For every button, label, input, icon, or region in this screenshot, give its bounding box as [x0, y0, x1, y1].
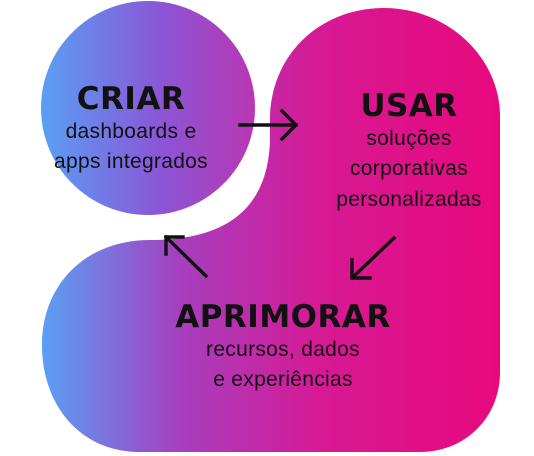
step-description-line: e experiências — [213, 368, 353, 392]
step-usar: USAR soluções corporativas personalizada… — [300, 91, 518, 215]
step-description-line: dashboards e — [65, 120, 197, 143]
step-title: USAR — [360, 88, 458, 124]
step-title: APRIMORAR — [175, 299, 391, 335]
step-description-line: personalizadas — [336, 187, 482, 211]
usar-aprimorar-shape — [42, 8, 500, 452]
step-criar: CRIAR dashboards e apps integrados — [20, 84, 242, 178]
arrow-up-left-icon — [163, 234, 209, 279]
step-description-line: recursos, dados — [206, 338, 360, 361]
criar-circle — [41, 1, 255, 215]
arrow-down-left-icon — [349, 235, 397, 281]
step-aprimorar: APRIMORAR recursos, dados e experiências — [132, 302, 434, 396]
step-description-line: apps integrados — [54, 150, 208, 174]
step-description-line: corporativas — [350, 157, 468, 181]
step-description-line: soluções — [366, 127, 452, 150]
step-title: CRIAR — [76, 81, 186, 117]
arrow-right-icon — [238, 108, 299, 142]
